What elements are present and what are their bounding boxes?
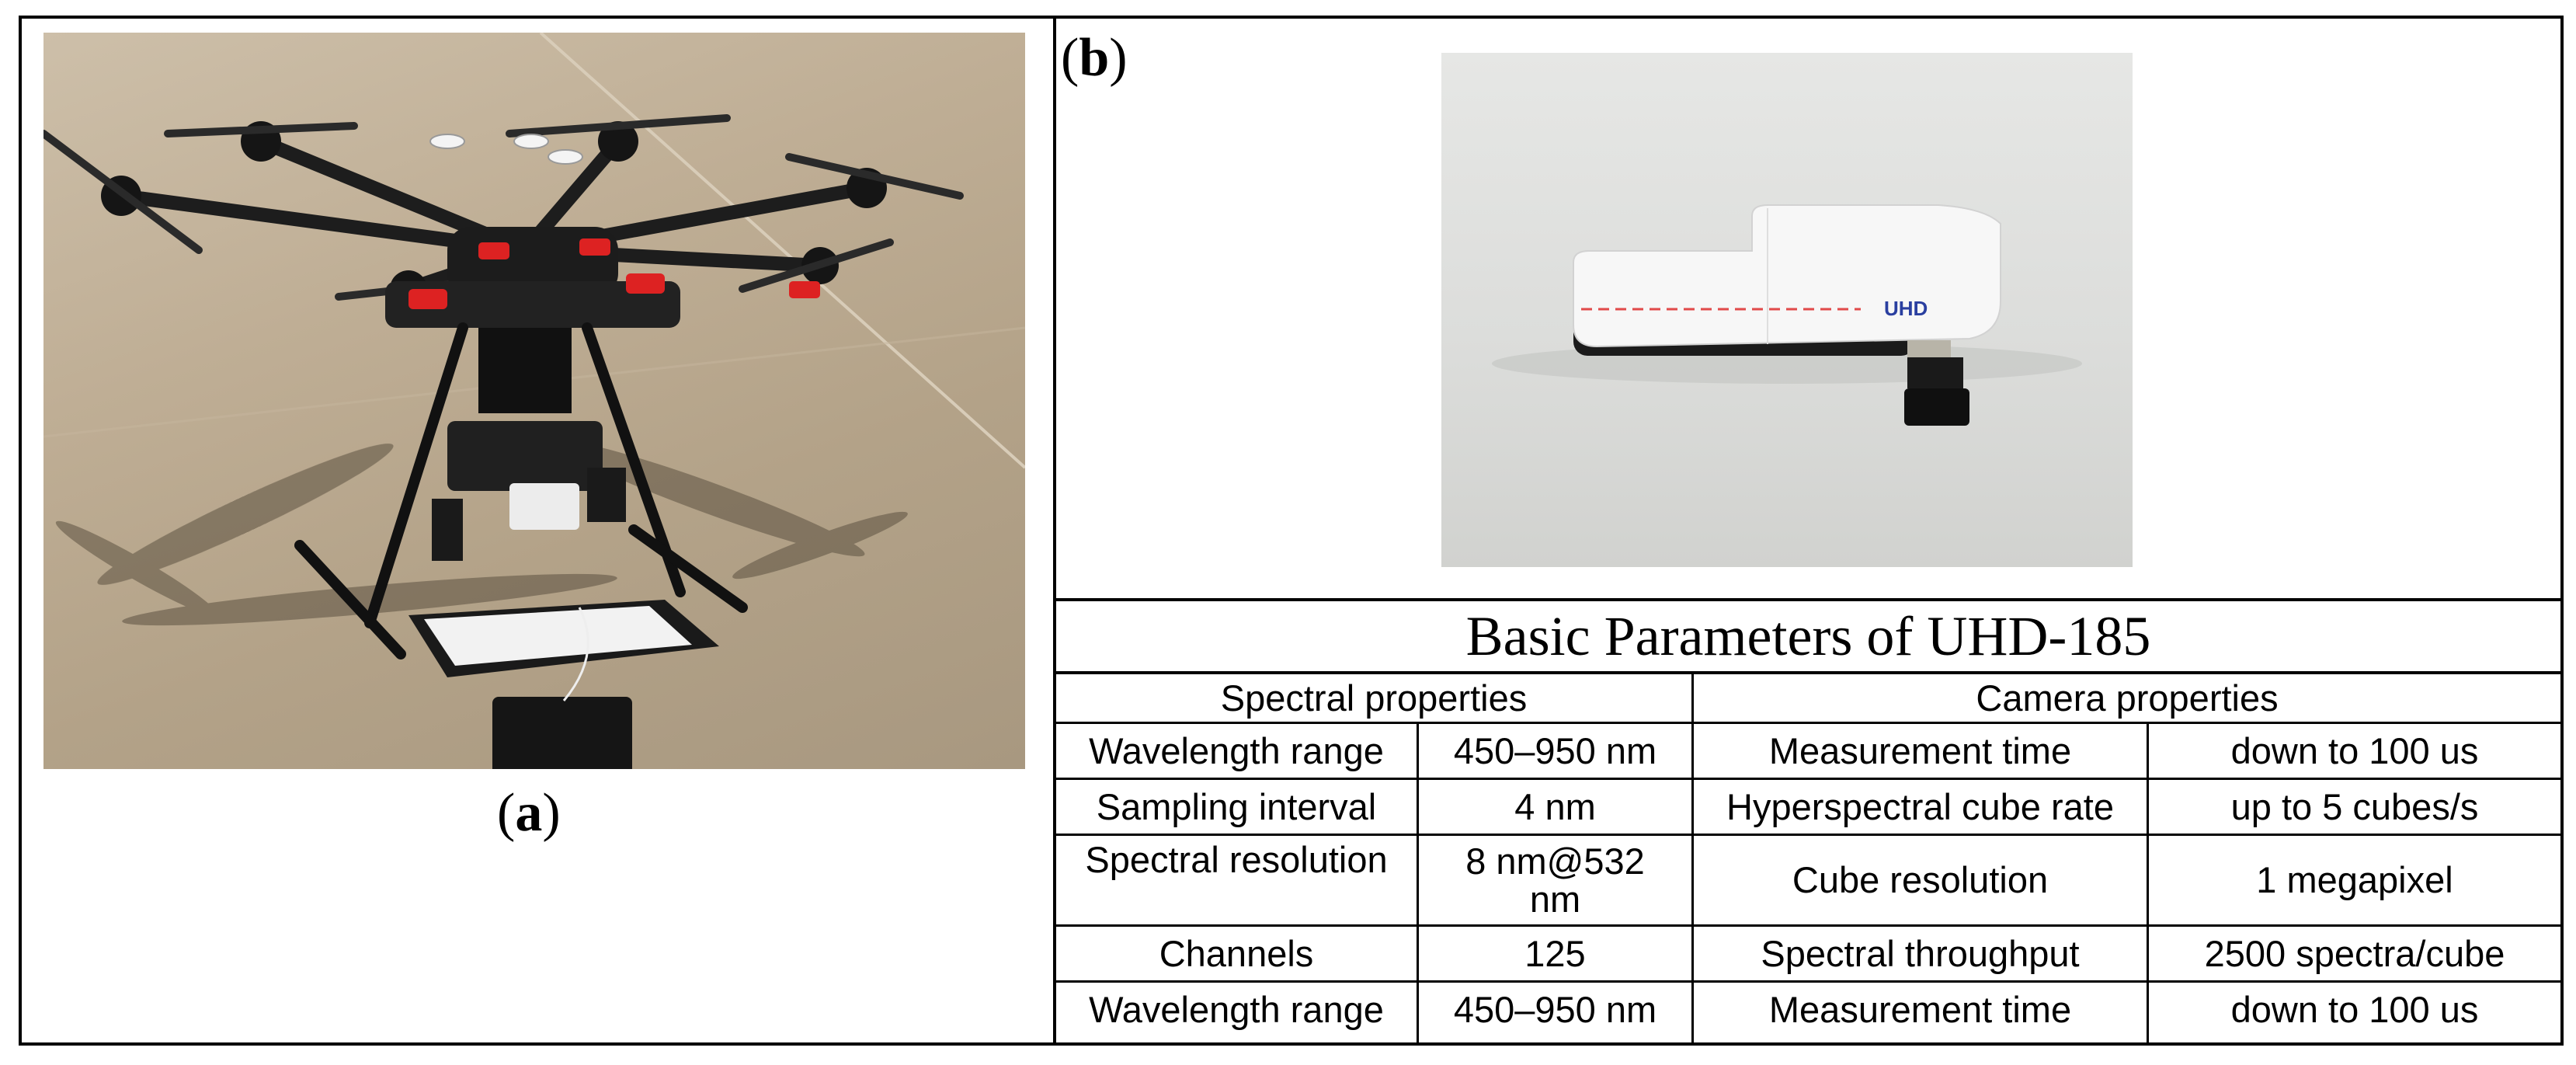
- table-cell: 450–950 nm: [1453, 988, 1657, 1030]
- figure-frame: [19, 16, 2564, 1046]
- row-rule: [1056, 722, 2560, 724]
- camera-brand-label: UHD: [1884, 297, 1928, 320]
- caption-a-letter: a: [515, 783, 543, 843]
- table-cell: Cube resolution: [1792, 859, 2049, 901]
- caption-a-open: (: [497, 783, 516, 843]
- caption-b: (b): [1061, 31, 1128, 85]
- table-cell: Spectral resolution: [1085, 839, 1388, 880]
- table-cell: 8 nm@532 nm: [1465, 840, 1645, 920]
- table-cell: down to 100 us: [2230, 729, 2479, 771]
- caption-b-letter: b: [1079, 28, 1110, 88]
- table-cell: 1 megapixel: [2256, 859, 2453, 901]
- table-cell: Wavelength range: [1089, 729, 1384, 771]
- table-cell: Channels: [1159, 932, 1314, 974]
- column-rule: [1691, 671, 1694, 1042]
- table-title: Basic Parameters of UHD-185: [1056, 598, 2560, 674]
- parameter-table: Basic Parameters of UHD-185 Spectral pro…: [1056, 598, 2560, 1042]
- caption-b-close: ): [1109, 28, 1128, 88]
- table-cell: Wavelength range: [1089, 988, 1384, 1030]
- camera-illustration: UHD: [1492, 204, 2082, 426]
- table-cell: 450–950 nm: [1453, 729, 1657, 771]
- caption-a-close: ): [542, 783, 561, 843]
- table-cell: 125: [1524, 932, 1586, 974]
- table-cell: down to 100 us: [2230, 988, 2479, 1030]
- row-rule: [1056, 778, 2560, 780]
- row-rule: [1056, 924, 2560, 927]
- caption-a: (a): [497, 786, 561, 841]
- table-cell: up to 5 cubes/s: [2230, 785, 2479, 827]
- drone-photo: [43, 33, 1025, 769]
- table-cell: Hyperspectral cube rate: [1726, 785, 2114, 827]
- row-rule: [1056, 834, 2560, 836]
- table-cell: Sampling interval: [1096, 785, 1377, 827]
- drone-illustration: [43, 33, 1025, 769]
- header-spectral: Spectral properties: [1220, 677, 1528, 719]
- table-cell: 4 nm: [1514, 785, 1596, 827]
- row-rule: [1056, 980, 2560, 983]
- header-camera: Camera properties: [1976, 677, 2279, 719]
- panel-divider: [1053, 16, 1056, 1046]
- table-cell: Measurement time: [1768, 988, 2072, 1030]
- caption-b-open: (: [1061, 28, 1079, 88]
- table-cell: Measurement time: [1768, 729, 2072, 771]
- camera-photo: UHD: [1441, 53, 2133, 567]
- table-cell: 2500 spectra/cube: [2204, 932, 2505, 974]
- column-rule: [2147, 722, 2149, 1042]
- column-rule: [1417, 722, 1419, 1042]
- table-cell: Spectral throughput: [1761, 932, 2080, 974]
